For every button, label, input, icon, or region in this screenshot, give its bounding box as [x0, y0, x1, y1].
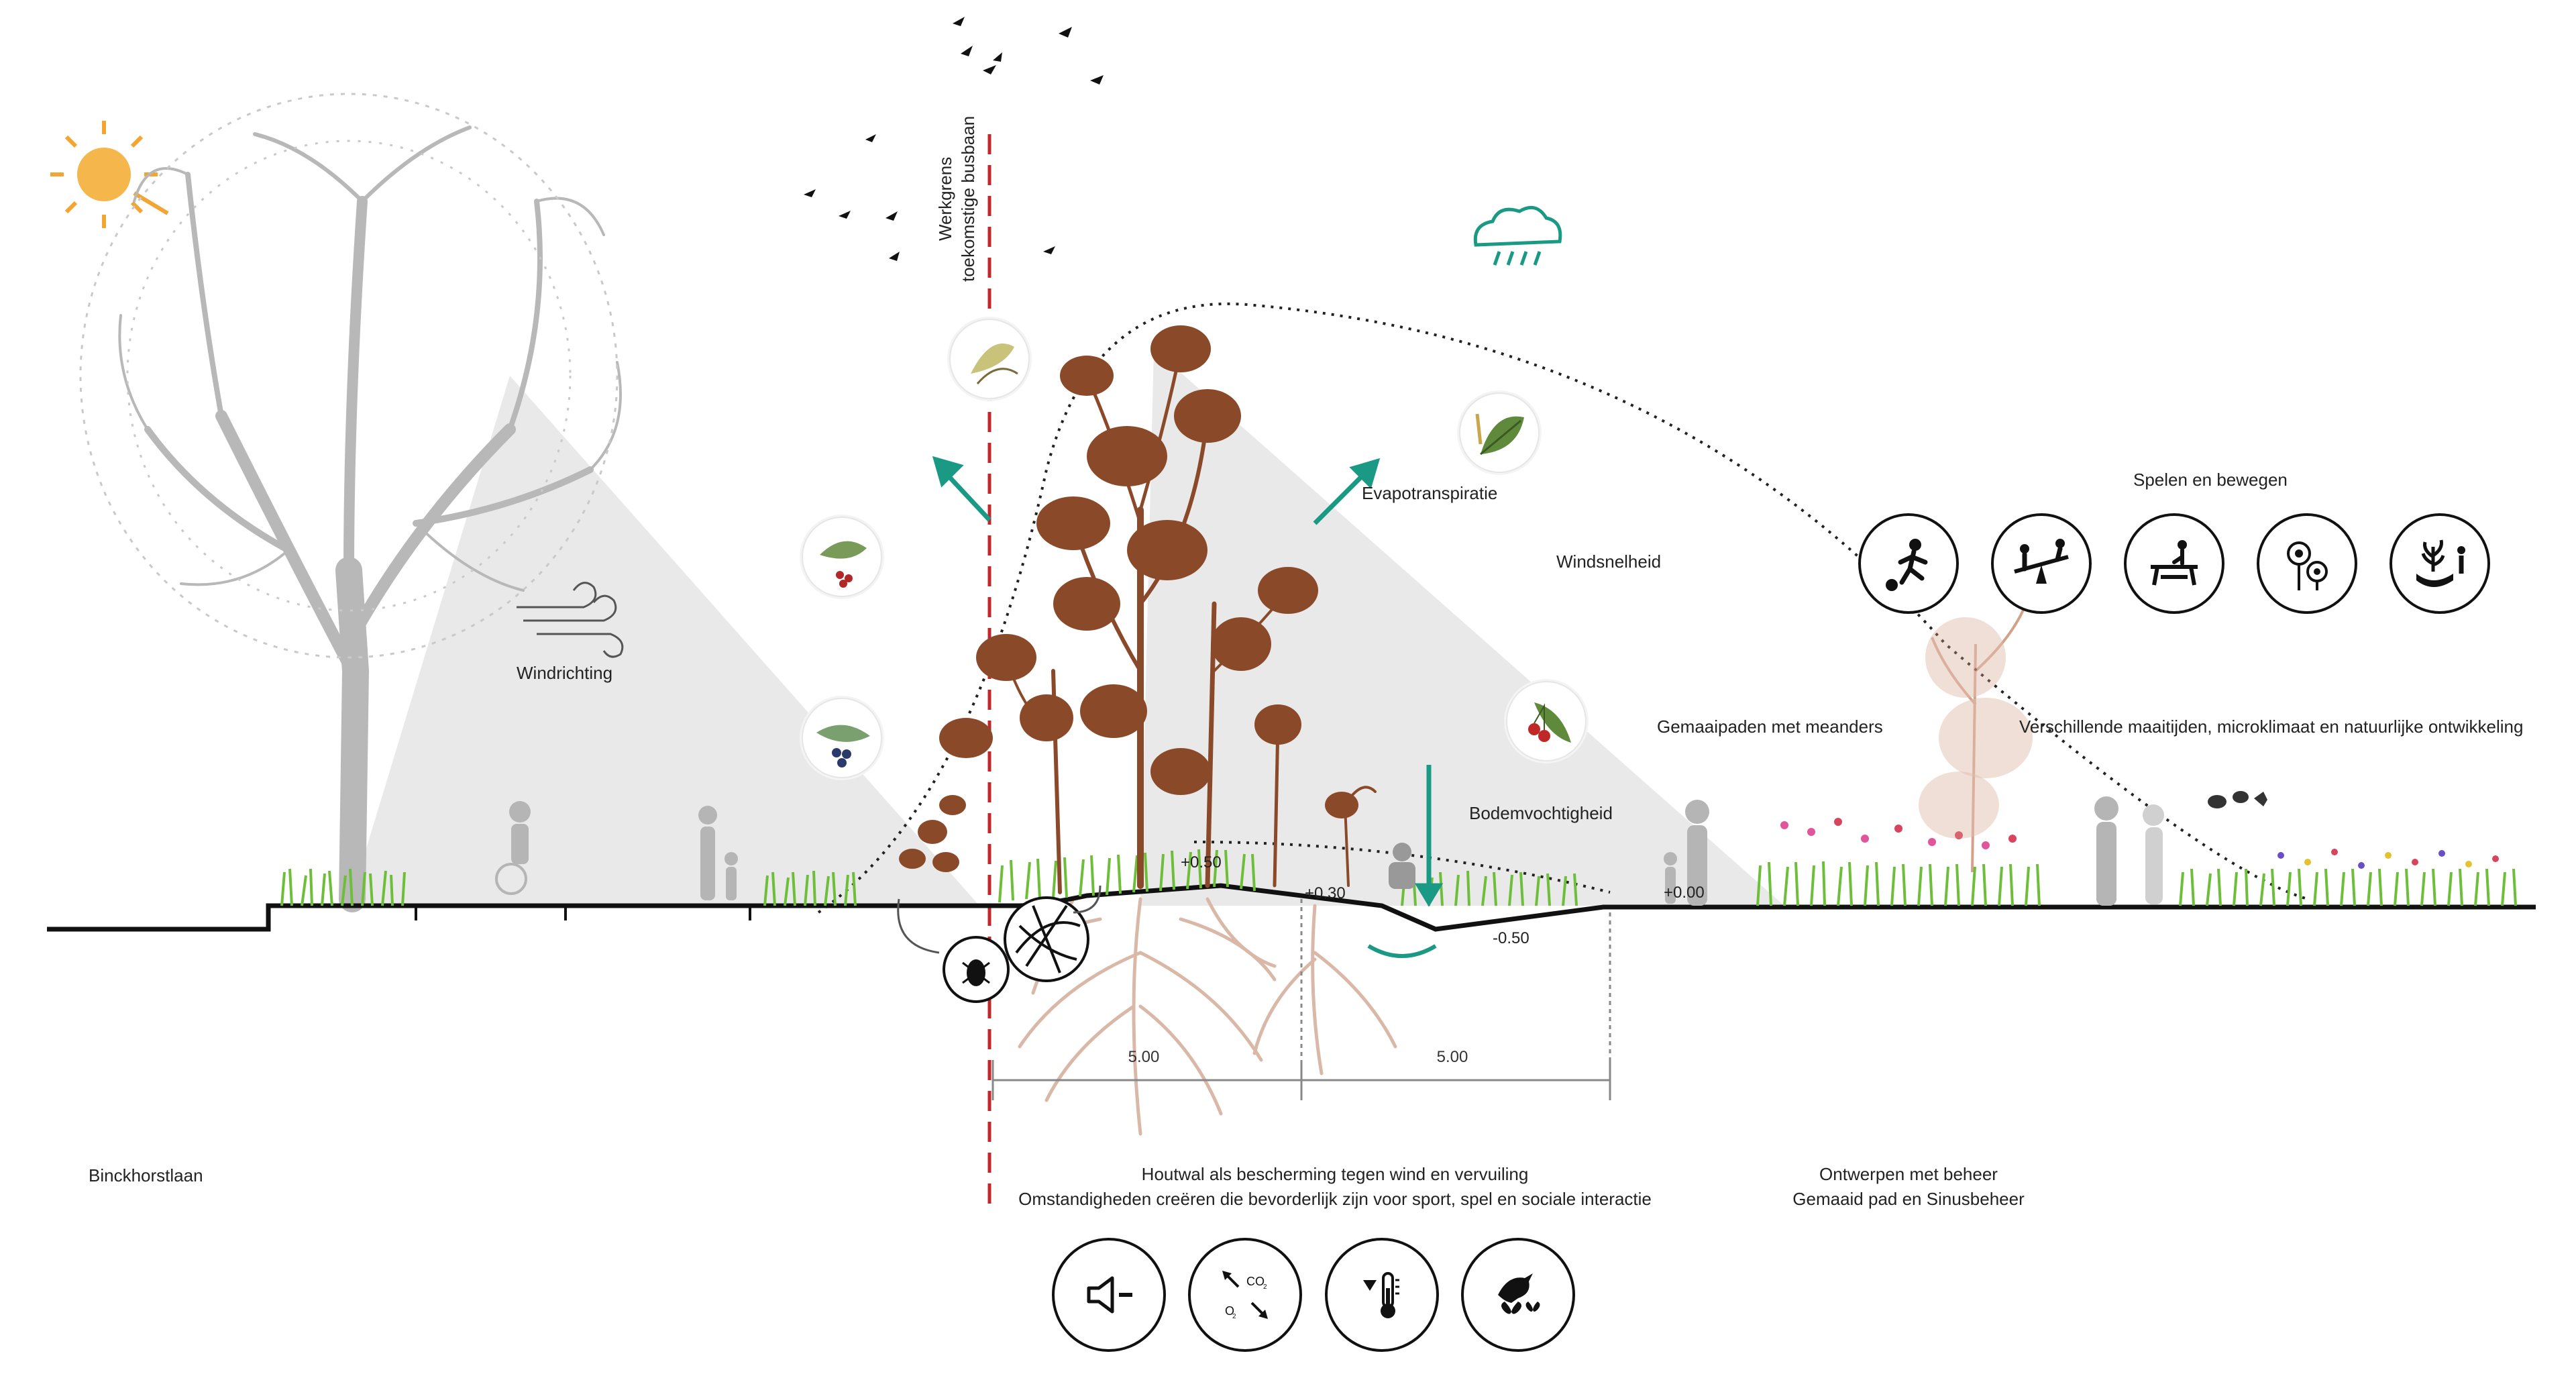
flowers-icon: [2257, 513, 2357, 614]
people-silhouettes: [495, 796, 2164, 906]
soil-link-arrow: [897, 898, 940, 954]
evapotranspiration-arrows: [932, 456, 1444, 907]
caption-right-line2: Gemaaid pad en Sinusbeheer: [1792, 1189, 2025, 1209]
dimension-left: 5.00: [1128, 1048, 1160, 1066]
co2-subscript: 2: [1263, 1283, 1267, 1291]
botanical-berries-icon: [802, 517, 882, 597]
picnic-table-icon: [2124, 513, 2224, 614]
windsnelheid-label: Windsnelheid: [1556, 551, 1662, 572]
football-icon: [1858, 513, 1959, 614]
botanical-hazel-icon: [1459, 392, 1540, 473]
water-arrow: [1367, 944, 1437, 958]
verschillende-label: Verschillende maaitijden, microklimaat e…: [2019, 717, 2524, 737]
binckhorstlaan-label: Binckhorstlaan: [89, 1165, 203, 1185]
gardening-icon: [2390, 513, 2490, 614]
level-plus050: +0.50: [1181, 853, 1222, 871]
botanical-hawthorn-icon: [949, 319, 1030, 399]
soil-link-arrow-2: [1073, 885, 1102, 914]
gray-tree: [118, 125, 622, 912]
shadow-wedge-center: [1140, 349, 1784, 906]
noise-reduction-icon: [1052, 1238, 1166, 1352]
dimension-lines: [991, 899, 1611, 1100]
caption-right-line1: Ontwerpen met beheer: [1819, 1164, 1998, 1184]
temperature-icon: [1324, 1238, 1439, 1352]
bee-butterfly-icon: [2208, 791, 2267, 808]
gray-tree-canopy: [79, 93, 619, 659]
soil-insects-icon: [943, 936, 1010, 1003]
grass: [280, 849, 2517, 906]
spelen-en-bewegen-label: Spelen en bewegen: [2133, 470, 2288, 490]
level-plus030: +0.30: [1305, 884, 1346, 902]
werkgrens-label-line1: Werkgrens: [935, 156, 955, 242]
deadwood-icon: [1004, 896, 1089, 982]
rain-cloud-icon: [1473, 205, 1562, 266]
o2-subscript: 2: [1232, 1313, 1236, 1320]
caption-center-line1: Houtwal als bescherming tegen wind en ve…: [1141, 1164, 1529, 1184]
werkgrens-label: Werkgrens toekomstige busbaan: [934, 116, 979, 282]
wildflowers: [1780, 818, 2499, 869]
o2-co2-exchange-icon: O 2 CO 2: [1188, 1238, 1303, 1352]
botanical-blueberry-icon: [802, 698, 882, 778]
brown-foliage: [899, 325, 1358, 872]
windrichting-label: Windrichting: [517, 663, 613, 683]
benefit-icons-row: O 2 CO 2: [1052, 1238, 1575, 1352]
caption-center-line2: Omstandigheden creëren die bevorderlijk …: [1018, 1189, 1652, 1209]
evapotranspiratie-label: Evapotranspiratie: [1362, 483, 1498, 503]
play-icons-row: [1858, 513, 2490, 614]
dimension-right: 5.00: [1436, 1048, 1468, 1066]
level-minus050: -0.50: [1493, 929, 1529, 947]
seesaw-icon: [1991, 513, 2092, 614]
bodemvochtigheid-label: Bodemvochtigheid: [1469, 803, 1613, 823]
botanical-cherry-icon: [1506, 681, 1587, 761]
shadow-wedge-left: [349, 376, 979, 906]
rust-tree-right: [1919, 603, 2033, 873]
level-plus000: +0.00: [1664, 884, 1705, 902]
birds-butterflies-icon: [1460, 1238, 1575, 1352]
werkgrens-label-line2: toekomstige busbaan: [958, 115, 978, 282]
birds: [804, 17, 1104, 261]
wind-icon: [517, 582, 624, 658]
co2-label: CO: [1246, 1275, 1265, 1288]
o2-label: O: [1225, 1304, 1234, 1318]
gemaaipaden-label: Gemaaipaden met meanders: [1657, 717, 1883, 737]
sun-icon: [50, 121, 169, 228]
